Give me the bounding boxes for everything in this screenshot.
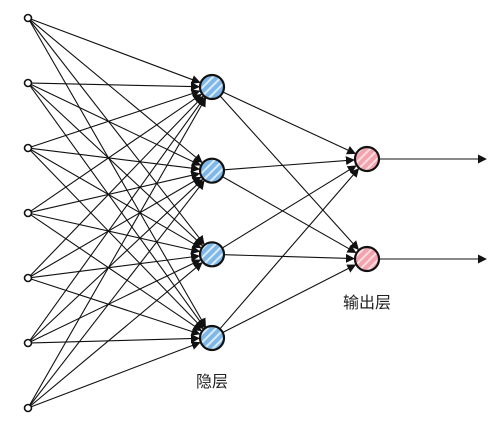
input-node-1	[23, 13, 33, 23]
edge-hidden-4-to-output-2	[222, 264, 357, 334]
edge-input-3-to-hidden-2	[31, 147, 200, 173]
edge-hidden-1-to-output-2	[219, 95, 359, 251]
edge-input-7-to-hidden-2	[29, 180, 205, 406]
edge-input-4-to-hidden-1	[30, 93, 203, 212]
edge-hidden-2-to-output-2	[222, 176, 357, 254]
edge-input-5-to-hidden-3	[31, 252, 201, 279]
edge-input-6-to-hidden-4	[31, 334, 200, 344]
edge-input-1-to-hidden-4	[29, 20, 206, 328]
neurons	[23, 13, 381, 413]
hidden-node-4	[198, 324, 226, 352]
edge-hidden-3-to-output-2	[223, 253, 355, 263]
input-node-7	[23, 403, 33, 413]
connections	[29, 18, 487, 408]
output-layer-label: 输出层	[343, 293, 391, 312]
edge-input-2-to-hidden-3	[30, 84, 204, 247]
edge-input-4-to-hidden-4	[30, 214, 202, 332]
edge-input-6-to-hidden-3	[30, 259, 202, 342]
edge-input-2-to-hidden-4	[29, 85, 205, 329]
edge-input-6-to-hidden-2	[30, 178, 204, 342]
input-node-6	[23, 338, 33, 348]
edge-input-1-to-hidden-3	[29, 20, 205, 245]
edge-input-6-to-hidden-1	[29, 96, 205, 341]
hidden-node-1	[198, 73, 226, 101]
hidden-node-2	[198, 157, 226, 184]
output-node-1	[353, 145, 381, 173]
edge-input-3-to-hidden-1	[31, 89, 201, 148]
edge-input-7-to-hidden-1	[29, 97, 207, 406]
input-node-4	[23, 208, 33, 218]
hidden-layer-label: 隐层	[196, 372, 228, 391]
edge-hidden-1-to-output-1	[222, 91, 357, 155]
edge-input-1-to-hidden-1	[31, 18, 201, 84]
edge-input-2-to-hidden-2	[30, 84, 202, 166]
edge-input-3-to-hidden-4	[30, 150, 204, 330]
hidden-node-3	[198, 241, 226, 268]
edge-hidden-3-to-output-1	[221, 165, 357, 249]
edge-hidden-2-to-output-1	[223, 156, 355, 171]
edge-input-4-to-hidden-3	[31, 213, 201, 255]
edge-input-5-to-hidden-2	[30, 176, 202, 277]
edge-input-2-to-hidden-1	[31, 82, 200, 92]
edge-input-3-to-hidden-3	[30, 149, 202, 249]
input-node-3	[23, 143, 33, 153]
edge-input-5-to-hidden-1	[30, 95, 204, 276]
edge-input-4-to-hidden-2	[31, 171, 201, 213]
input-node-5	[23, 273, 33, 283]
edge-input-1-to-hidden-2	[30, 19, 203, 163]
edge-input-7-to-hidden-3	[30, 262, 203, 407]
edge-input-5-to-hidden-4	[31, 278, 201, 336]
output-node-2	[353, 245, 381, 273]
input-node-2	[23, 78, 33, 88]
edge-input-7-to-hidden-4	[31, 341, 201, 408]
edge-hidden-4-to-output-1	[219, 168, 360, 330]
